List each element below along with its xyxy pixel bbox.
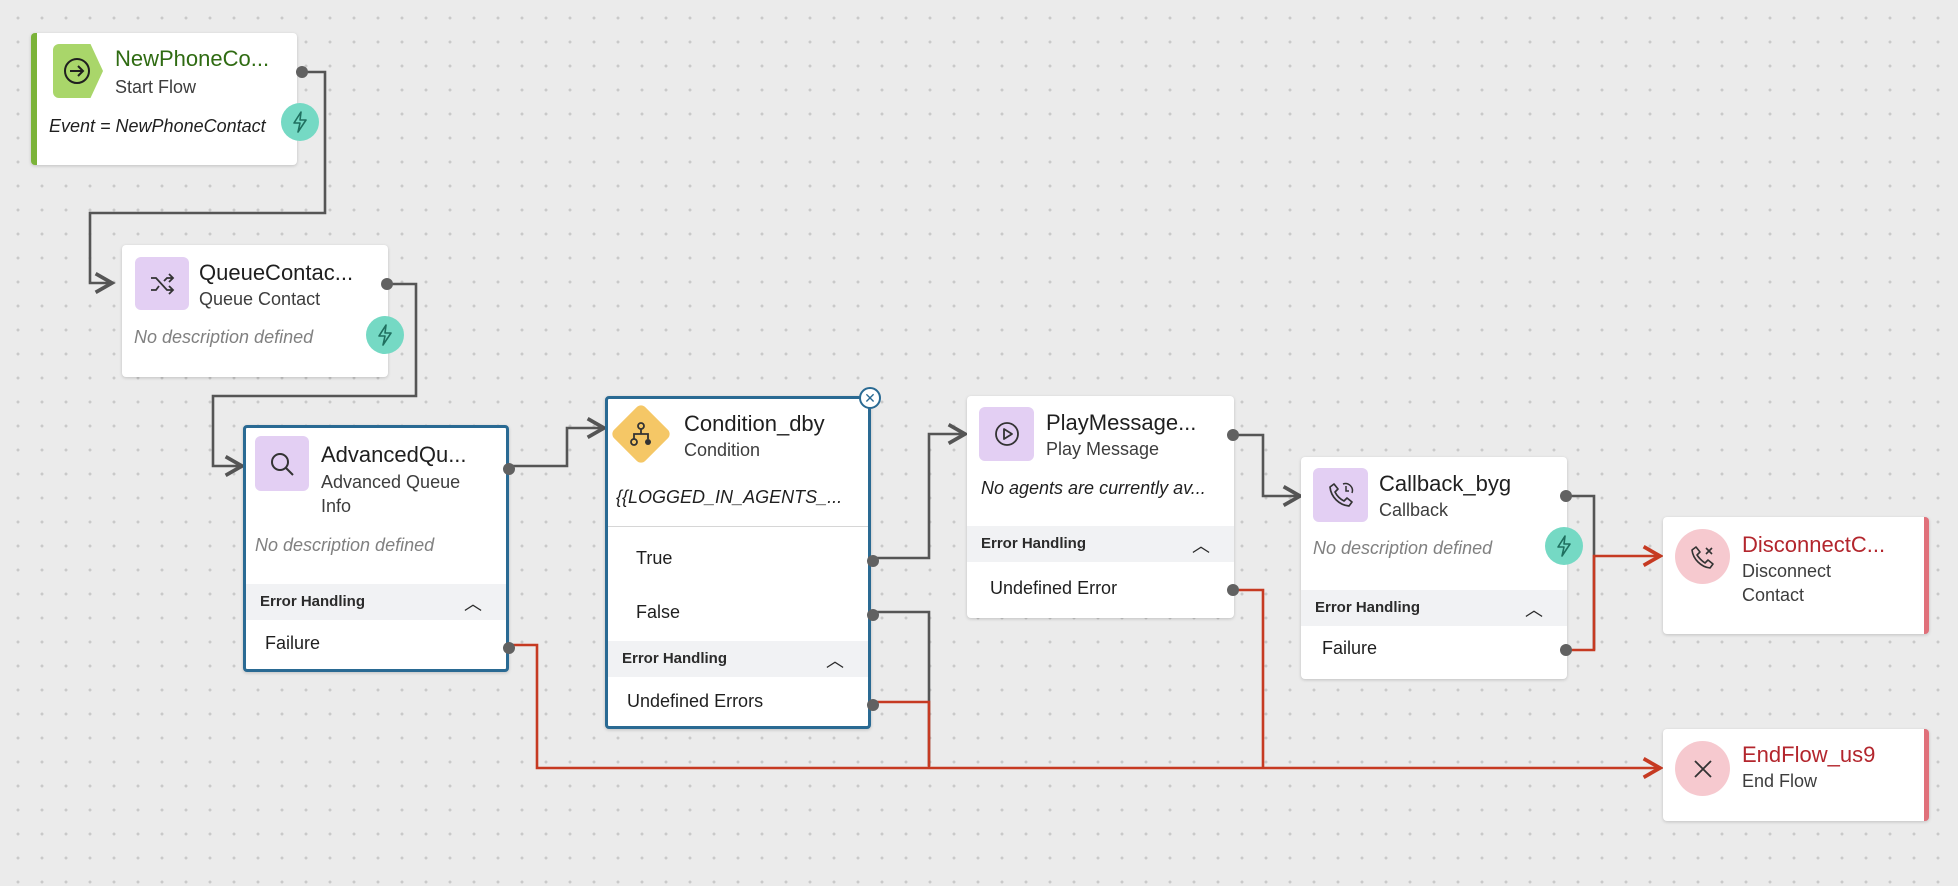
disconnect-contact-node[interactable]: DisconnectC... Disconnect Contact: [1663, 517, 1929, 634]
node-type: End Flow: [1742, 771, 1818, 791]
output-failure-label: Failure: [265, 633, 321, 653]
shuffle-icon: [151, 272, 175, 295]
advanced-icon-box: [255, 436, 309, 491]
error-handling-header[interactable]: Error Handling ︿: [246, 584, 506, 620]
output-port[interactable]: [503, 463, 515, 475]
false-port[interactable]: [867, 609, 879, 621]
node-type: Start Flow: [115, 77, 197, 97]
event-bolt-icon[interactable]: [366, 316, 404, 354]
divider: [608, 526, 868, 527]
start-icon-box: [53, 44, 103, 98]
node-title: AdvancedQu...: [321, 442, 467, 467]
chevron-up-icon[interactable]: ︿: [1192, 536, 1210, 556]
node-description: No description defined: [1313, 538, 1493, 558]
branch-icon: [630, 422, 651, 446]
node-description: No agents are currently av...: [981, 478, 1206, 498]
node-description: No description defined: [255, 535, 435, 555]
node-title: Condition_dby: [684, 411, 825, 436]
error-handling-label: Error Handling: [260, 593, 366, 610]
arrow-circle-right-icon: [64, 58, 90, 84]
output-port[interactable]: [296, 66, 308, 78]
node-title: PlayMessage...: [1046, 410, 1197, 435]
search-icon: [271, 452, 294, 476]
node-title: NewPhoneCo...: [115, 46, 270, 71]
node-type-line1: Advanced Queue: [321, 472, 461, 492]
output-undefined-errors-label: Undefined Errors: [627, 691, 764, 711]
disconnect-icon-box: [1675, 529, 1730, 584]
error-handling-label: Error Handling: [1315, 599, 1421, 616]
node-description: {{LOGGED_IN_AGENTS_...: [616, 487, 843, 507]
play-circle-icon: [994, 422, 1019, 446]
phone-callback-icon: [1328, 482, 1353, 507]
output-port[interactable]: [381, 278, 393, 290]
event-bolt-icon[interactable]: [281, 103, 319, 141]
output-true-label: True: [636, 548, 673, 568]
error-connector-play-undefined: [1233, 588, 1265, 768]
output-failure-label: Failure: [1322, 638, 1378, 658]
node-description: Event = NewPhoneContact: [49, 116, 266, 136]
error-handling-header[interactable]: Error Handling ︿: [967, 526, 1234, 562]
event-bolt-icon[interactable]: [1545, 527, 1583, 565]
close-x-icon: [1693, 759, 1712, 778]
play-icon-box: [979, 407, 1034, 461]
callback-icon-box: [1313, 468, 1368, 522]
error-handling-label: Error Handling: [981, 535, 1087, 552]
phone-disconnect-icon: [1690, 545, 1714, 569]
output-port[interactable]: [1560, 490, 1572, 502]
chevron-up-icon[interactable]: ︿: [1525, 600, 1543, 620]
error-handling-header[interactable]: Error Handling ︿: [1301, 590, 1567, 626]
failure-port[interactable]: [1560, 644, 1572, 656]
callback-node[interactable]: Callback_byg Callback No description def…: [1301, 457, 1583, 679]
true-port[interactable]: [867, 555, 879, 567]
chevron-up-icon[interactable]: ︿: [464, 594, 482, 614]
undefined-error-port[interactable]: [1227, 584, 1239, 596]
queue-icon-box: [135, 257, 189, 310]
connector-advanced-to-condition: [508, 417, 608, 468]
chevron-up-icon[interactable]: ︿: [826, 651, 844, 671]
node-type: Queue Contact: [199, 289, 321, 309]
node-type-line2: Contact: [1742, 585, 1805, 605]
output-port[interactable]: [1227, 429, 1239, 441]
play-message-node[interactable]: PlayMessage... Play Message No agents ar…: [967, 396, 1239, 618]
error-connector-condition-undefined: [871, 700, 931, 768]
undefined-errors-port[interactable]: [867, 699, 879, 711]
node-title: Callback_byg: [1379, 471, 1512, 496]
queue-contact-node[interactable]: QueueContac... Queue Contact No descript…: [122, 245, 404, 377]
node-type-line1: Disconnect: [1742, 561, 1832, 581]
end-flow-icon-box: [1675, 741, 1730, 796]
node-type: Condition: [684, 440, 761, 460]
condition-icon-box: [609, 402, 673, 466]
close-icon[interactable]: ✕: [859, 387, 881, 409]
start-flow-node[interactable]: NewPhoneCo... Start Flow Event = NewPhon…: [31, 33, 319, 165]
connector-play-to-callback: [1233, 433, 1304, 507]
connector-true-to-play: [871, 423, 969, 560]
node-type: Play Message: [1046, 439, 1160, 459]
connector-callback-to-disconnect: [1567, 494, 1596, 650]
output-false-label: False: [636, 602, 681, 622]
node-title: EndFlow_us9: [1742, 742, 1876, 767]
condition-node[interactable]: Condition_dby Condition {{LOGGED_IN_AGEN…: [605, 387, 881, 729]
failure-port[interactable]: [503, 642, 515, 654]
advanced-queue-info-node[interactable]: AdvancedQu... Advanced Queue Info No des…: [243, 425, 515, 672]
node-description: No description defined: [134, 327, 314, 347]
error-handling-label: Error Handling: [622, 650, 728, 667]
error-handling-header[interactable]: Error Handling ︿: [608, 641, 868, 677]
node-title: DisconnectC...: [1742, 532, 1886, 557]
node-type: Callback: [1379, 500, 1449, 520]
node-type-line2: Info: [321, 496, 352, 516]
end-flow-node[interactable]: EndFlow_us9 End Flow: [1663, 729, 1929, 821]
error-connector-callback-failure: [1567, 545, 1664, 652]
node-title: QueueContac...: [199, 260, 354, 285]
connector-false: [871, 610, 931, 766]
output-undefined-error-label: Undefined Error: [990, 578, 1118, 598]
